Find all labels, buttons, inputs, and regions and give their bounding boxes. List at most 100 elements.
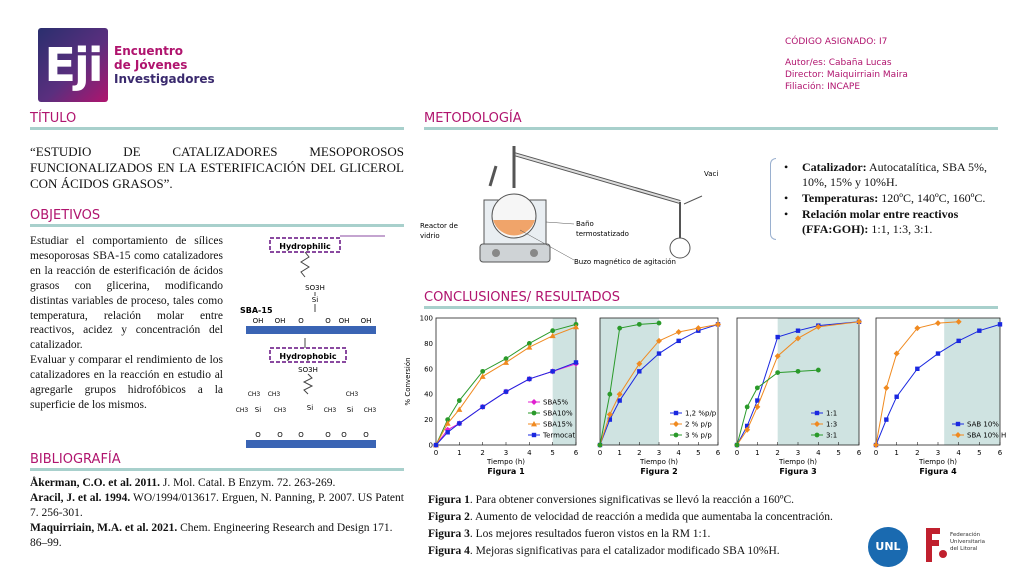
chart2-point [676, 338, 681, 344]
chart4-point [893, 350, 900, 357]
objetivos-text: Estudiar el comportamiento de sílices me… [30, 234, 223, 413]
oh-2: OH [275, 317, 286, 325]
bullet-temperaturas: Temperaturas: 120ºC, 140ºC, 160ºC. [780, 191, 1005, 206]
chart2-point [607, 417, 613, 422]
chart3-point [775, 370, 781, 376]
chart2-point [606, 411, 613, 418]
surface-bar-1 [246, 326, 376, 334]
chart3-point [815, 367, 821, 373]
o-4: O [277, 431, 283, 439]
chart2-point [637, 369, 642, 374]
chart3-xtick-label: 1 [755, 449, 759, 457]
ch3-5: CH3 [274, 407, 287, 414]
chart4-xtick-label: 5 [977, 449, 981, 457]
bano-label-1: Baño [576, 220, 594, 228]
chart3-point [795, 368, 801, 374]
bano-label-2: termostatizado [576, 230, 629, 238]
chart3-xtick-label: 4 [816, 449, 821, 457]
chart1-shaded-region [552, 318, 576, 445]
chart1-xtick-label: 5 [550, 449, 554, 457]
chart4-point [956, 338, 961, 344]
chart2-legend-marker [673, 432, 679, 438]
chart3-point [754, 403, 761, 410]
chart1-point [480, 404, 485, 410]
chart1-point [573, 360, 579, 365]
chart3-xtick-label: 0 [735, 449, 739, 457]
titulo-divider [30, 127, 404, 130]
reference-3: Maquirriain, M.A. et al. 2021. Chem. Eng… [30, 522, 393, 549]
titulo-heading: TÍTULO [30, 111, 77, 126]
fvl-text: Federación Universitaria del Litoral [950, 532, 986, 552]
o-5: O [298, 431, 304, 439]
chart1-point [479, 373, 486, 379]
chart2-xlabel: Tiempo (h) [639, 458, 678, 466]
oh-3: OH [339, 317, 350, 325]
chart1-legend-marker [531, 399, 537, 405]
chart3-point [774, 353, 781, 360]
bibliografia-heading: BIBLIOGRAFÍA [30, 452, 121, 467]
chart3-point [744, 404, 750, 410]
chart1-xtick-label: 3 [504, 449, 508, 457]
chart1-legend-marker [531, 432, 537, 438]
ch3-3: CH3 [346, 391, 359, 398]
chart2-legend-label: 3 % p/p [685, 432, 712, 440]
caption-1: Figura 1. Para obtener conversiones sign… [428, 494, 795, 506]
chart2-title: Figura 2 [640, 467, 677, 476]
chart1-point [456, 398, 462, 403]
conclusiones-heading: CONCLUSIONES/ RESULTADOS [424, 290, 621, 305]
chart2-point [656, 351, 662, 356]
chart3-point [734, 442, 740, 448]
o-2: O [325, 317, 331, 325]
chart3-point [795, 335, 801, 342]
chart1-point [550, 328, 556, 334]
chart1-xlabel: Tiempo (h) [486, 458, 525, 466]
chart1-legend-marker [531, 410, 537, 416]
oh-1: OH [253, 317, 264, 325]
chart2-point [597, 442, 603, 448]
chart4-point [914, 325, 921, 332]
chart1-point [457, 421, 462, 426]
reaction-liquid [493, 220, 535, 236]
bullet-relacion: Relación molar entre reactivos (FFA:GOH)… [780, 207, 1005, 237]
chart2-point [656, 337, 662, 344]
chart4-xlabel: Tiempo (h) [918, 458, 957, 466]
figure-captions: Figura 1. Para obtener conversiones sign… [428, 493, 988, 561]
chart2-point [675, 328, 682, 335]
chart3-legend-label: 3:1 [826, 432, 837, 440]
chart2-xtick-label: 0 [598, 449, 602, 457]
chain-1 [300, 251, 310, 278]
ch3-1: CH3 [248, 391, 261, 398]
chart1-point [433, 442, 439, 448]
chart2-point [616, 391, 623, 398]
chart4-point [935, 351, 941, 356]
so3h-label-2: SO3H [298, 366, 318, 374]
chart1-legend-label: Termocat [542, 432, 575, 440]
chart3-point [815, 323, 822, 330]
chart3-xtick-label: 6 [857, 449, 862, 457]
chart3-point [755, 398, 760, 403]
chart1-xtick-label: 6 [574, 449, 579, 457]
chart4-title: Figura 4 [919, 467, 957, 476]
chart1-point [526, 344, 533, 350]
chart1-point [444, 420, 451, 426]
logo-line1: Encuentro [114, 44, 183, 58]
chart4-point [977, 328, 982, 333]
fvl-mark-icon [926, 528, 947, 562]
hydrophobic-label: Hydrophobic [279, 352, 336, 361]
reference-1: Åkerman, C.O. et al. 2011. J. Mol. Catal… [30, 477, 336, 489]
chart4-point [873, 442, 879, 448]
chart1-series-line [435, 326, 577, 446]
reaction-setup-diagram: Vacío Reactor de vidrio Baño termostatiz… [420, 146, 718, 266]
chart1-ytick-label: 40 [424, 391, 433, 399]
logo-text: Encuentro de Jóvenes Investigadores [114, 44, 215, 86]
chart1-series-line [435, 323, 577, 446]
chart1-point [445, 417, 451, 422]
knob-1 [492, 249, 500, 257]
si-label-3: Si [307, 404, 313, 412]
chart2-point [656, 320, 662, 326]
reference-2: Aracil, J. et al. 1994. WO/1994/013617. … [30, 492, 404, 519]
chart4-point [915, 366, 920, 371]
oh-4: OH [361, 317, 372, 325]
hydrophilic-label: Hydrophilic [279, 242, 331, 251]
